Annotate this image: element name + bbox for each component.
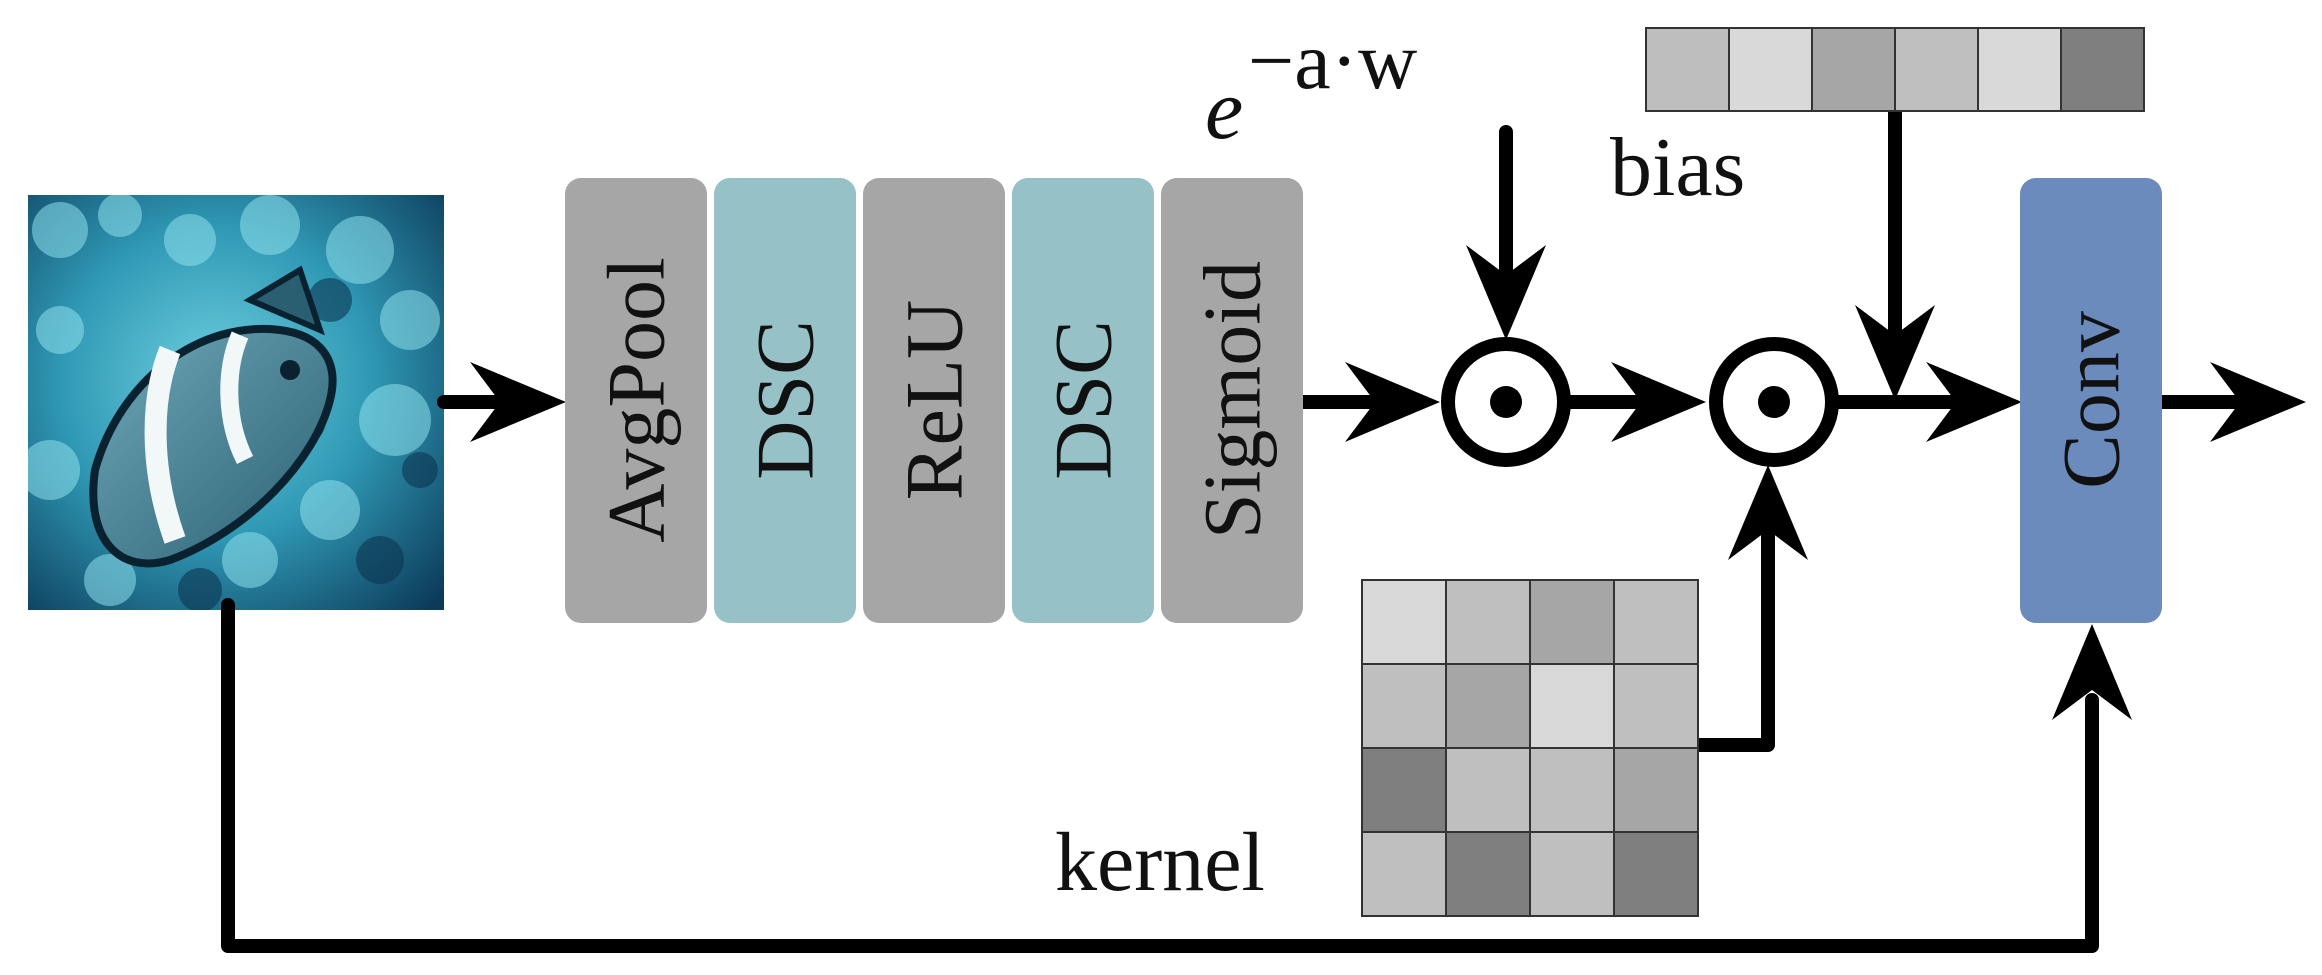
- kernel-cell: [1529, 747, 1615, 833]
- skip-connection-line: [221, 598, 2099, 953]
- arrowhead-kernel: [1728, 465, 1808, 560]
- arrowhead-skip: [2052, 624, 2132, 720]
- input-image: [28, 195, 444, 610]
- bias-vector: [1645, 27, 2145, 112]
- kernel-cell: [1613, 663, 1699, 749]
- exponent-base: e: [1205, 61, 1243, 157]
- kernel-cell: [1613, 831, 1699, 917]
- arrowhead-output: [2210, 362, 2306, 442]
- kernel-cell: [1529, 579, 1615, 665]
- block-dsc-1-label: DSC: [740, 320, 831, 480]
- coral-texture: [28, 195, 440, 606]
- arrowhead-bias: [1855, 305, 1935, 400]
- kernel-cell: [1361, 747, 1447, 833]
- block-dsc-2-label: DSC: [1038, 320, 1129, 480]
- block-sigmoid: Sigmoid: [1161, 178, 1303, 623]
- block-relu-label: ReLU: [889, 300, 980, 500]
- arrowhead-conv: [1926, 362, 2022, 442]
- bias-label: bias: [1610, 121, 1745, 214]
- pipeline-blocks: AvgPool DSC ReLU DSC Sigmoid: [565, 178, 1303, 623]
- block-dsc-1: DSC: [714, 178, 856, 623]
- bias-cell: [1645, 27, 1730, 112]
- kernel-cell: [1361, 663, 1447, 749]
- arrow-kernel-up: [1693, 513, 1775, 752]
- arrowhead-avgpool: [470, 362, 566, 442]
- kernel-cell: [1445, 579, 1531, 665]
- exponent-power: −a·w: [1248, 15, 1417, 106]
- connector-layer: [221, 101, 2306, 953]
- exponent-label: e −a·w: [1205, 15, 1417, 157]
- arrowhead-multiply2: [1611, 362, 1706, 442]
- bias-cell: [1728, 27, 1813, 112]
- kernel-cell: [1445, 663, 1531, 749]
- block-avgpool-label: AvgPool: [591, 257, 682, 543]
- multiply-operator-1: [1441, 337, 1571, 467]
- block-conv: Conv: [2020, 178, 2162, 623]
- bias-cell: [1977, 27, 2062, 112]
- kernel-cell: [1361, 831, 1447, 917]
- kernel-cell: [1613, 747, 1699, 833]
- bias-cell: [1811, 27, 1896, 112]
- kernel-cell: [1445, 831, 1531, 917]
- kernel-grid: [1361, 579, 1699, 917]
- kernel-cell: [1613, 579, 1699, 665]
- block-sigmoid-label: Sigmoid: [1187, 261, 1278, 539]
- arrowhead-exponent: [1466, 245, 1546, 340]
- clownfish-shape: [89, 265, 337, 568]
- kernel-cell: [1361, 579, 1447, 665]
- block-conv-label: Conv: [2046, 311, 2137, 489]
- kernel-cell: [1529, 663, 1615, 749]
- kernel-label: kernel: [1055, 816, 1265, 909]
- bias-cell: [2060, 27, 2145, 112]
- bias-cell: [1894, 27, 1979, 112]
- multiply-operator-2: [1709, 337, 1839, 467]
- block-relu: ReLU: [863, 178, 1005, 623]
- kernel-cell: [1529, 831, 1615, 917]
- block-avgpool: AvgPool: [565, 178, 707, 623]
- arrowhead-multiply1: [1345, 362, 1440, 442]
- block-dsc-2: DSC: [1012, 178, 1154, 623]
- kernel-cell: [1445, 747, 1531, 833]
